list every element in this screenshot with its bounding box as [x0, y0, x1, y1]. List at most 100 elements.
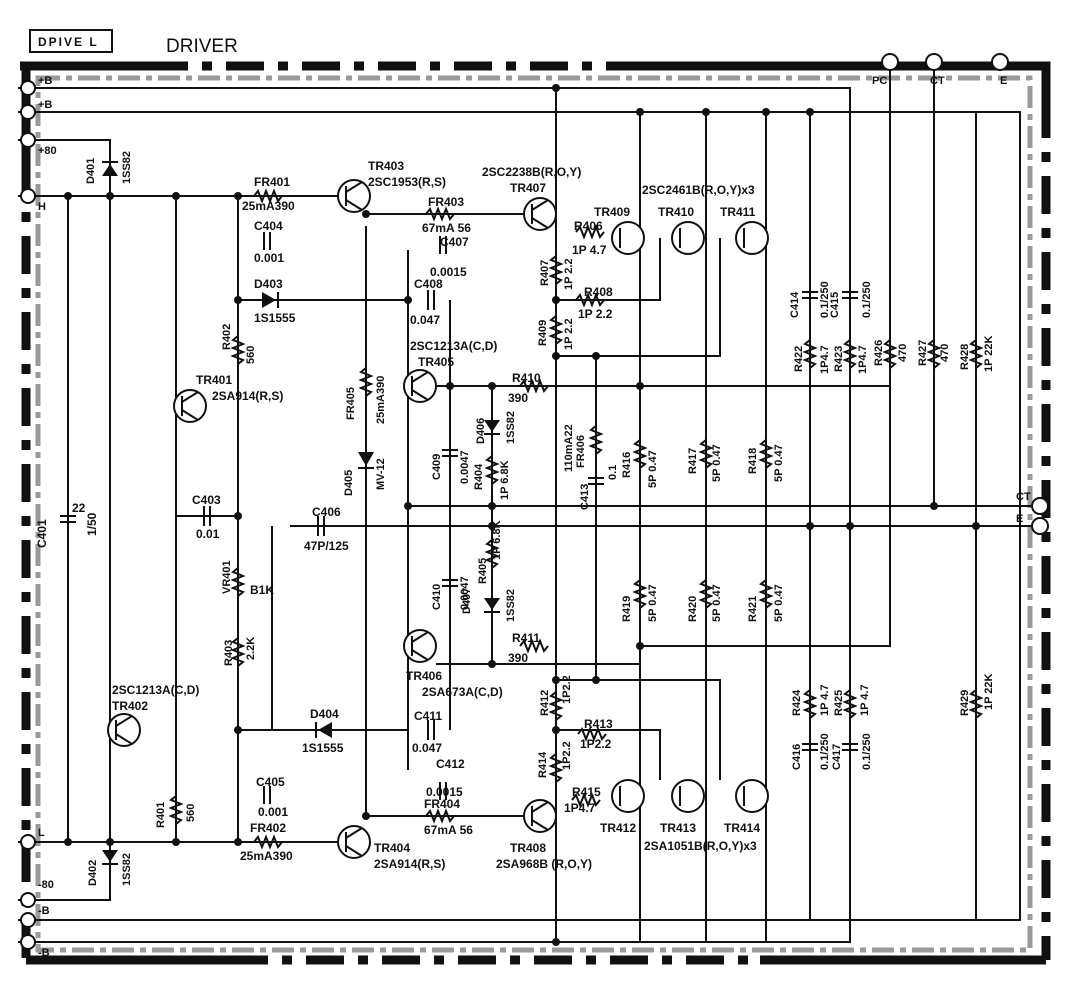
svg-text:2SA914(R,S): 2SA914(R,S)	[374, 857, 445, 871]
svg-text:1P2.2: 1P2.2	[561, 675, 573, 704]
svg-text:1SS82: 1SS82	[121, 151, 133, 184]
svg-text:R413: R413	[584, 717, 613, 731]
svg-text:1P4.7: 1P4.7	[857, 345, 869, 374]
svg-text:5P 0.47: 5P 0.47	[773, 584, 785, 622]
output-transistors-upper: TR409 TR410 TR411 2SC2461B(R,O,Y)x3	[594, 183, 769, 255]
svg-text:1SS82: 1SS82	[505, 589, 517, 622]
svg-text:2SC1213A(C,D): 2SC1213A(C,D)	[112, 683, 199, 697]
output-transistors-lower: TR412 TR413 TR414 2SA1051B(R,O,Y)x3	[600, 779, 769, 853]
lower-output-part: 2SA1051B(R,O,Y)x3	[644, 839, 757, 853]
svg-text:R403: R403	[223, 640, 235, 666]
svg-text:R418: R418	[747, 448, 759, 474]
svg-text:1/50: 1/50	[85, 512, 99, 536]
svg-text:5P 0.47: 5P 0.47	[647, 450, 659, 488]
svg-text:D407: D407	[461, 588, 473, 614]
diode-d402: D402 1SS82	[87, 850, 133, 886]
transistor-tr407: 2SC2238B(R,O,Y) TR407	[482, 165, 581, 231]
svg-text:0.1/250: 0.1/250	[861, 733, 873, 770]
diode-d403: D403 1S1555	[254, 277, 296, 325]
svg-text:0.047: 0.047	[412, 741, 442, 755]
svg-text:C417: C417	[831, 744, 843, 770]
svg-text:0.1/250: 0.1/250	[819, 733, 831, 770]
svg-text:0.047: 0.047	[410, 313, 440, 327]
board-tag: DPIVE L	[38, 35, 99, 49]
svg-text:B1K: B1K	[250, 583, 274, 597]
svg-text:D401: D401	[85, 158, 97, 184]
board-title: DRIVER	[166, 36, 238, 57]
svg-text:560: 560	[185, 804, 197, 822]
svg-text:R428: R428	[959, 344, 971, 370]
svg-text:R426: R426	[873, 340, 885, 366]
diode-d407: D407 1SS82	[461, 588, 517, 622]
svg-text:1P 22K: 1P 22K	[983, 335, 995, 372]
svg-text:1P2.2: 1P2.2	[580, 737, 612, 751]
capacitor-c414: C414 0.1/250	[789, 281, 831, 318]
svg-text:TR401: TR401	[196, 373, 232, 387]
svg-text:C406: C406	[312, 505, 341, 519]
tr414-label: TR414	[724, 821, 760, 835]
capacitor-c416: C416 0.1/250	[791, 733, 831, 770]
terminal-label: +B	[38, 75, 52, 87]
svg-text:R410: R410	[512, 371, 541, 385]
svg-text:1P2.2: 1P2.2	[561, 741, 573, 770]
svg-text:R405: R405	[477, 558, 489, 584]
svg-text:R411: R411	[512, 631, 540, 645]
board-tag-box	[29, 29, 113, 53]
svg-text:C403: C403	[192, 493, 221, 507]
terminal-label: +80	[38, 145, 57, 157]
svg-text:1P 6.8K: 1P 6.8K	[491, 520, 503, 560]
terminal-label: -B	[38, 947, 50, 959]
terminal-label: H	[38, 201, 46, 213]
svg-text:C412: C412	[436, 757, 465, 771]
capacitor-c401: C401 22 1/50	[35, 501, 99, 548]
svg-text:C408: C408	[414, 277, 443, 291]
svg-text:R407: R407	[539, 260, 551, 286]
svg-text:C411: C411	[414, 709, 442, 723]
svg-text:R419: R419	[621, 596, 633, 622]
svg-text:R404: R404	[473, 463, 485, 490]
left-terminals: +B +B +80 H L -80 -B -B	[20, 75, 57, 959]
capacitor-c408: C408 0.047	[410, 277, 443, 327]
svg-text:R417: R417	[687, 448, 699, 474]
terminal-label: CT	[1016, 491, 1031, 503]
svg-text:C416: C416	[791, 744, 803, 770]
svg-text:C415: C415	[829, 292, 841, 318]
svg-text:C407: C407	[440, 235, 469, 249]
svg-text:FR406: FR406	[575, 435, 587, 468]
svg-text:FR405: FR405	[345, 387, 357, 420]
svg-text:5P 0.47: 5P 0.47	[711, 444, 723, 482]
terminal-label: CT	[930, 75, 945, 87]
svg-text:0.0047: 0.0047	[459, 450, 471, 484]
svg-text:R421: R421	[747, 596, 759, 622]
svg-text:0.1/250: 0.1/250	[819, 281, 831, 318]
svg-text:TR402: TR402	[112, 699, 148, 713]
svg-text:0.0015: 0.0015	[430, 265, 467, 279]
right-terminals: PC CT E CT E	[872, 53, 1049, 535]
tr412-label: TR412	[600, 821, 636, 835]
svg-text:560: 560	[245, 346, 257, 364]
upper-output-part: 2SC2461B(R,O,Y)x3	[642, 183, 755, 197]
svg-text:1P 6.8K: 1P 6.8K	[499, 460, 511, 500]
svg-text:1P 22K: 1P 22K	[983, 673, 995, 710]
resistor-labels: FR401 25mA390 FR402 25mA390 FR403 67mA 5…	[155, 175, 995, 863]
svg-text:2SC1213A(C,D): 2SC1213A(C,D)	[410, 339, 497, 353]
svg-text:R422: R422	[793, 346, 805, 372]
svg-text:22: 22	[72, 501, 86, 515]
capacitor-c415: C415 0.1/250	[829, 281, 873, 318]
svg-text:R409: R409	[537, 320, 549, 346]
svg-text:R408: R408	[584, 285, 613, 299]
svg-text:25mA390: 25mA390	[240, 849, 293, 863]
svg-text:FR403: FR403	[428, 195, 464, 209]
transistor-tr404: TR404 2SA914(R,S)	[337, 825, 445, 871]
capacitor-c410: C410 0.0047	[431, 576, 471, 610]
svg-text:VR401: VR401	[221, 560, 233, 594]
tr413-label: TR413	[660, 821, 696, 835]
svg-text:2SA673A(C,D): 2SA673A(C,D)	[422, 685, 503, 699]
svg-text:D402: D402	[87, 860, 99, 886]
svg-text:C404: C404	[254, 219, 283, 233]
diode-d404: D404 1S1555	[302, 707, 344, 755]
transistor-tr408: TR408 2SA968B (R,O,Y)	[496, 799, 592, 871]
svg-text:TR405: TR405	[418, 355, 454, 369]
svg-text:TR404: TR404	[374, 841, 410, 855]
svg-text:TR407: TR407	[510, 181, 546, 195]
